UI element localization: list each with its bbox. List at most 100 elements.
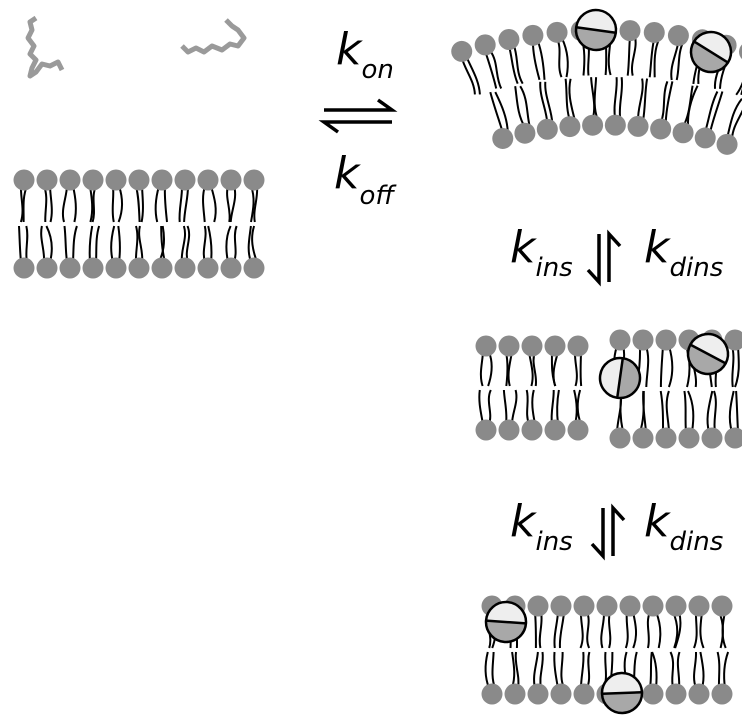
lipid-tail <box>533 41 540 80</box>
lipid-tail <box>708 391 713 432</box>
k-dins-label-1: kdins <box>644 222 723 283</box>
lipid-tail <box>111 226 114 262</box>
lipid-tail <box>735 346 739 387</box>
lipid-tail <box>661 346 663 387</box>
arrow-deinsert-1 <box>609 234 620 282</box>
lipid-headgroup <box>551 684 572 705</box>
lipid-headgroup <box>712 684 733 705</box>
lipid-tail <box>667 391 669 432</box>
lipid-headgroup <box>695 127 716 148</box>
arrow-insert-1 <box>588 234 599 282</box>
lipid-tail <box>655 39 660 78</box>
lipid-tail <box>50 186 52 222</box>
lipid-headgroup <box>106 258 127 279</box>
equilibrium-arrows <box>324 100 624 556</box>
lipid-tail <box>46 226 51 262</box>
lipid-tail <box>234 226 237 262</box>
lipid-tail <box>578 390 581 424</box>
lipid-tail <box>648 612 650 648</box>
lipid-tail <box>609 612 610 648</box>
lipid-headgroup <box>482 684 503 705</box>
lipid-headgroup <box>597 596 618 617</box>
lipid-tail <box>479 390 483 424</box>
lipid-tail <box>481 352 483 386</box>
lipid-tail <box>90 186 92 222</box>
lipid-headgroup <box>129 258 150 279</box>
lipid-tail <box>678 652 680 688</box>
lipid-tail <box>489 390 491 424</box>
k-dins-label-2: kdins <box>644 496 723 557</box>
k-ins-label-2: kins <box>510 496 573 557</box>
lipid-tail <box>730 391 734 432</box>
lipid-headgroup <box>60 258 81 279</box>
lipid-tail <box>187 226 189 262</box>
lipid-headgroup <box>175 170 196 191</box>
peptide-surface-1 <box>573 7 618 52</box>
peptide-surface-2 <box>683 24 738 79</box>
lipid-headgroup <box>551 596 572 617</box>
lipid-tail <box>41 226 44 262</box>
lipid-headgroup <box>725 428 742 449</box>
lipid-tail <box>633 612 636 648</box>
lipid-tail <box>587 652 589 688</box>
lipid-tail <box>182 226 185 262</box>
lipid-tail <box>504 390 507 424</box>
lipid-tail <box>516 652 519 688</box>
lipid-headgroup <box>492 128 513 149</box>
lipid-tail <box>226 226 230 262</box>
lipid-tail <box>509 352 512 386</box>
lipid-headgroup <box>475 34 496 55</box>
lipid-headgroup <box>528 684 549 705</box>
peptide-hydrophobic-face <box>602 692 643 713</box>
lipid-headgroup <box>14 170 35 191</box>
lipid-headgroup <box>656 330 677 351</box>
peptide-inserted-upper <box>485 601 528 644</box>
peptide-chain-right <box>182 20 244 52</box>
lipid-headgroup <box>633 428 654 449</box>
lipid-headgroup <box>545 336 566 357</box>
lipid-headgroup <box>37 258 58 279</box>
lipid-tail <box>554 612 558 648</box>
lipid-headgroup <box>574 684 595 705</box>
lipid-tail <box>723 612 726 648</box>
lipid-tail <box>24 186 27 222</box>
lipid-headgroup <box>129 170 150 191</box>
k-ins-label-1: kins <box>510 222 573 283</box>
lipid-headgroup <box>499 420 520 441</box>
lipid-tail <box>694 612 697 648</box>
lipid-tail <box>620 77 622 119</box>
lipid-headgroup <box>14 258 35 279</box>
lipid-headgroup <box>574 596 595 617</box>
lipid-headgroup <box>643 596 664 617</box>
k-off-label: koff <box>334 148 397 211</box>
lipid-tail <box>490 92 503 132</box>
lipid-tail <box>581 352 582 386</box>
lipid-headgroup <box>547 22 568 43</box>
lipid-headgroup <box>668 25 689 46</box>
lipid-tail <box>615 77 617 119</box>
lipid-headgroup <box>476 336 497 357</box>
lipid-tail <box>587 612 589 648</box>
lipid-headgroup <box>198 258 219 279</box>
lipid-tail <box>63 186 67 222</box>
lipid-tail <box>21 186 23 222</box>
lipid-tail <box>136 226 137 262</box>
lipid-tail <box>73 226 77 262</box>
lipid-headgroup <box>498 29 519 50</box>
lipid-headgroup <box>499 336 520 357</box>
lipid-tail <box>96 226 99 262</box>
lipid-headgroup <box>83 170 104 191</box>
lipid-tail <box>557 38 561 77</box>
lipid-headgroup <box>643 684 664 705</box>
lipid-tail <box>560 612 564 648</box>
lipid-headgroup <box>679 428 700 449</box>
lipid-headgroup <box>619 20 640 41</box>
lipid-tail <box>643 79 647 121</box>
lipid-tail <box>540 612 542 648</box>
lipid-tail <box>700 652 703 688</box>
lipid-tail <box>694 652 696 688</box>
lipid-tail <box>724 652 728 688</box>
lipid-headgroup <box>60 170 81 191</box>
lipid-headgroup <box>514 123 535 144</box>
